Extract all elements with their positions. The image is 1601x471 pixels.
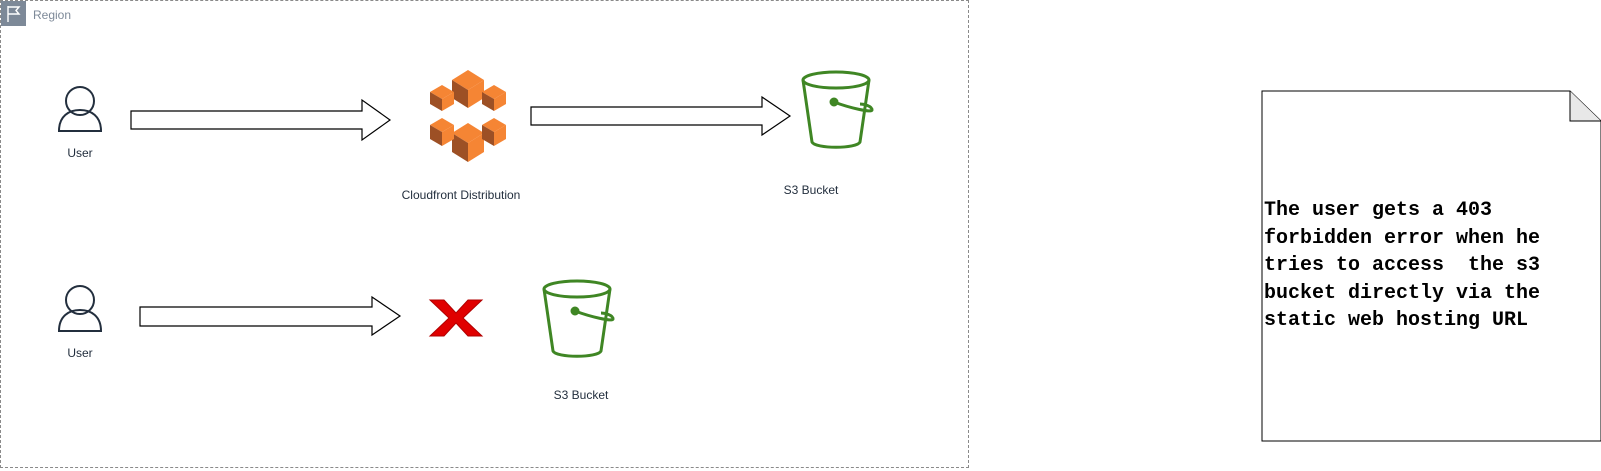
user-label: User <box>67 346 93 360</box>
user-icon <box>57 285 103 332</box>
s3-bucket-icon <box>542 279 615 358</box>
arrow-icon <box>130 98 392 142</box>
user-icon <box>57 86 103 132</box>
flag-icon <box>1 1 26 26</box>
user-label: User <box>67 146 93 160</box>
note-text: The user gets a 403 forbidden error when… <box>1264 199 1541 332</box>
region-label: Region <box>33 8 72 22</box>
arrow-icon <box>139 295 402 337</box>
s3-bucket-icon <box>801 70 874 149</box>
s3-bucket-label: S3 Bucket <box>783 183 839 197</box>
arrow-icon <box>530 95 792 137</box>
cloudfront-label: Cloudfront Distribution <box>401 188 521 202</box>
cloudfront-icon <box>430 70 506 162</box>
error-x-icon <box>428 299 484 337</box>
s3-bucket-label: S3 Bucket <box>553 388 609 402</box>
region-container: Region <box>0 0 969 468</box>
note-shape <box>1261 90 1601 442</box>
note-fold <box>1569 91 1601 122</box>
